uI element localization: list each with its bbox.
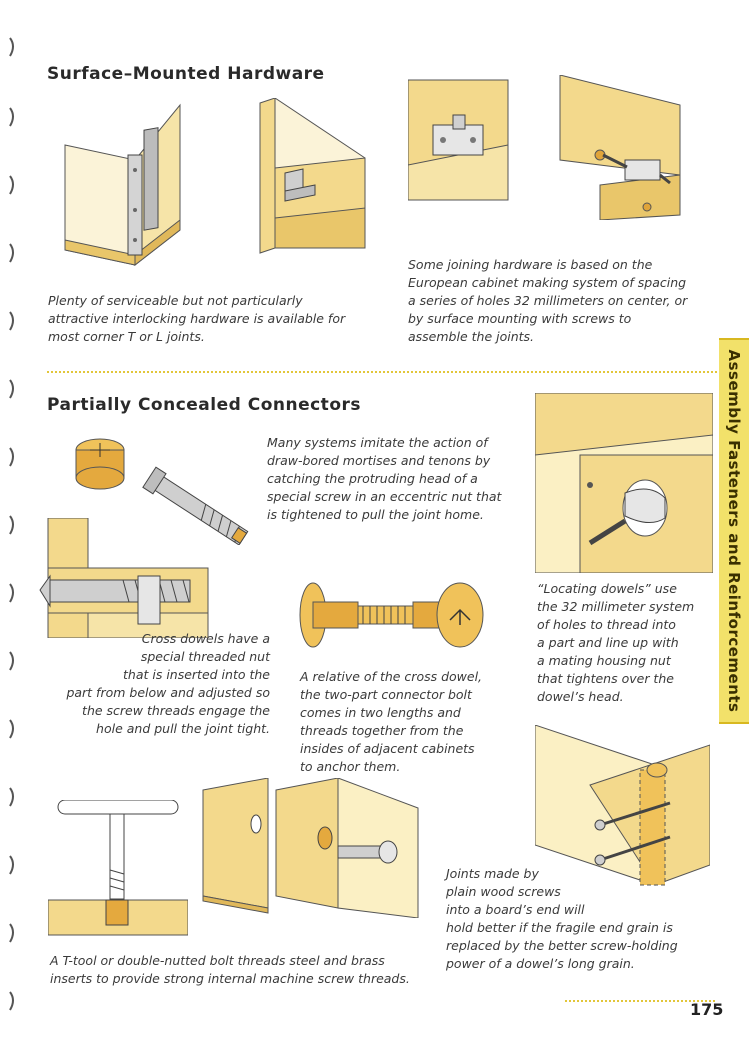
caption-european: Some joining hardware is based on the Eu… (408, 257, 688, 344)
eccentric-nut-illustration (75, 438, 249, 545)
section-divider (47, 371, 717, 373)
locating-dowel-illustration (535, 393, 713, 573)
connector-bolt-illustration (299, 582, 484, 648)
l-bracket-illustration (259, 98, 366, 254)
caption-ttool: A T-tool or double-nutted bolt threads s… (50, 953, 410, 986)
side-tab-label: Assembly Fasteners and Reinforcements (725, 349, 743, 713)
caption-plenty: Plenty of serviceable but not particular… (48, 293, 346, 344)
spiral-binding (9, 37, 14, 1011)
caption-joints: Joints made by plain wood screws into a … (446, 866, 678, 971)
cross-dowel-illustration (39, 518, 209, 638)
section-title-surface: Surface–Mounted Hardware (47, 64, 325, 84)
dowel-screws-illustration (535, 725, 710, 886)
cabinet-insert-illustration (202, 778, 419, 918)
interlocking-hardware-illustration (64, 103, 181, 267)
section-title-concealed: Partially Concealed Connectors (47, 395, 361, 415)
caption-locating-dowels: “Locating dowels” use the 32 millimeter … (537, 581, 695, 704)
page-number: 175 (690, 1000, 724, 1019)
surface-mount-hardware-illustration (559, 75, 681, 220)
footer-divider (565, 1000, 715, 1002)
block-hardware-illustration (408, 79, 509, 201)
caption-cross-dowels: Cross dowels have a special threaded nut… (66, 631, 270, 736)
caption-relative: A relative of the cross dowel, the two-p… (300, 669, 483, 774)
caption-many-systems: Many systems imitate the action of draw-… (267, 435, 502, 522)
t-tool-illustration (48, 800, 188, 936)
side-tab: Assembly Fasteners and Reinforcements (719, 338, 749, 724)
